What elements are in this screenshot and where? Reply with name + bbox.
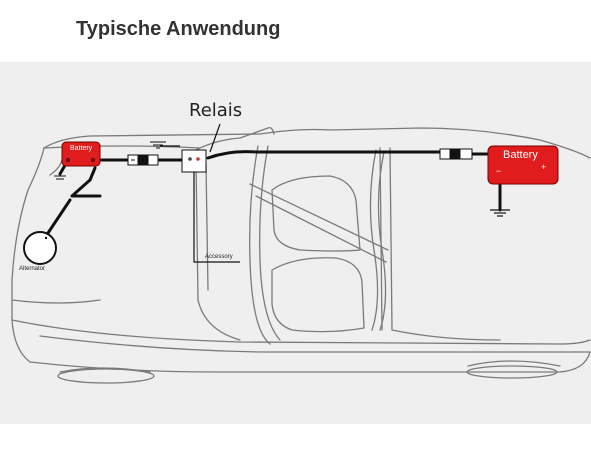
fuse-rear	[439, 148, 473, 160]
svg-text:+: +	[541, 162, 546, 172]
auxiliary-battery: − +	[487, 145, 559, 185]
page-title: Typische Anwendung	[76, 18, 281, 40]
relay	[181, 149, 207, 173]
alternator-label: Alternator	[19, 266, 46, 272]
wiring	[44, 150, 548, 238]
starter-battery	[61, 141, 101, 167]
wiring-diagram: − +	[11, 123, 591, 384]
thin-wires	[160, 123, 240, 263]
diagram-panel	[0, 62, 591, 424]
ground-symbol	[150, 141, 166, 149]
accessory-label: Accessory	[205, 254, 233, 260]
starter-battery-label: Battery	[70, 145, 93, 152]
relay-label: Relais	[189, 100, 243, 121]
auxiliary-battery-label: Battery	[503, 149, 538, 161]
alternator	[23, 231, 57, 265]
ground-symbol	[54, 175, 66, 180]
svg-text:−: −	[496, 166, 501, 176]
ground-symbol	[490, 209, 510, 217]
fuse-front	[127, 154, 159, 166]
